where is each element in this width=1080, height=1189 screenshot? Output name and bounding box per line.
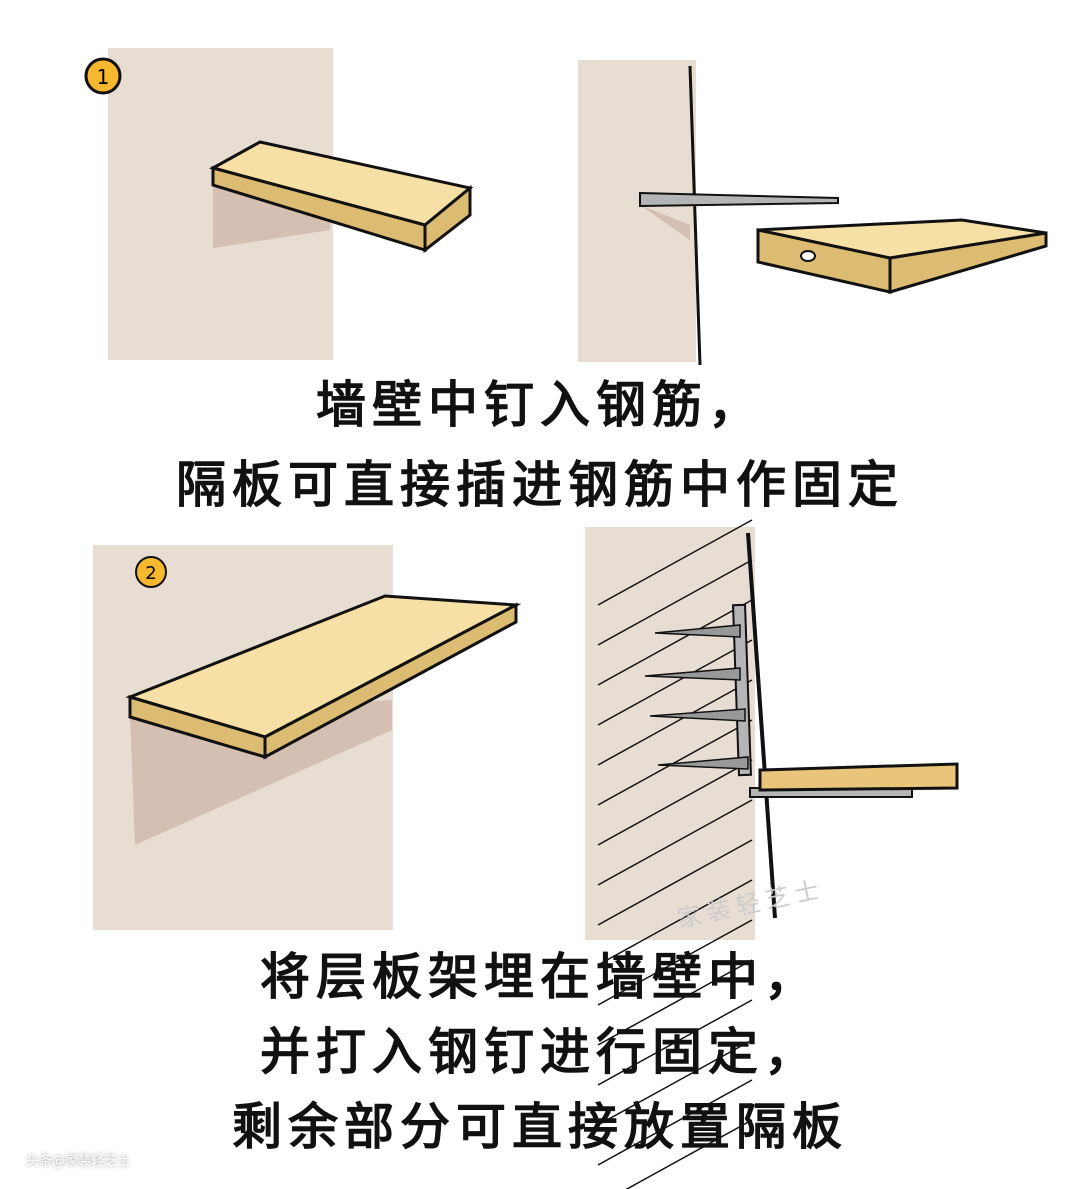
hatch-line: [597, 999, 753, 1086]
bracket: [732, 603, 752, 777]
hatch-line: [597, 1079, 753, 1166]
panel-1-wall-shelf: 1: [84, 48, 474, 360]
hatch-line: [597, 759, 753, 846]
caption-line: 剩余部分可直接放置隔板: [232, 1098, 848, 1156]
watermark: 头条@家装轻芝士: [26, 1154, 131, 1169]
step-badge-1: [84, 57, 122, 95]
hatch-line: [625, 1119, 753, 1189]
hatch-line: [597, 719, 753, 806]
caption-step-2: 将层板架埋在墙壁中， 并打入钢钉进行固定， 剩余部分可直接放置隔板: [0, 940, 1080, 1165]
hatch-line: [597, 839, 753, 926]
panel-4-embedded-bracket: [585, 519, 959, 1189]
caption-line: 隔板可直接插进钢筋中作固定: [176, 456, 904, 514]
step-label-2: 2: [145, 563, 156, 584]
hatch-line: [597, 519, 753, 606]
hatch-line: [597, 679, 753, 766]
steel-nails: [644, 624, 749, 770]
hatch-line: [597, 959, 753, 1046]
hatch-line: [597, 919, 753, 1006]
hatch-line: [597, 559, 753, 646]
step-badge-2: [135, 556, 167, 588]
hatch-line: [597, 799, 753, 886]
step-label-1: 1: [97, 65, 110, 89]
hatch-line: [597, 1039, 753, 1126]
caption-line: 墙壁中钉入钢筋，: [316, 376, 764, 434]
caption-line: 并打入钢钉进行固定，: [260, 1023, 820, 1081]
caption-line: 将层板架埋在墙壁中，: [260, 948, 820, 1006]
hatch-line: [597, 639, 753, 726]
hatch-line: [597, 599, 753, 686]
panel-3-large-shelf: 2: [93, 545, 522, 930]
caption-step-1: 墙壁中钉入钢筋， 隔板可直接插进钢筋中作固定: [0, 365, 1080, 525]
steel-rod: [639, 191, 839, 208]
panel-2-steel-rod: [578, 60, 1048, 366]
hatch-line: [597, 879, 753, 966]
